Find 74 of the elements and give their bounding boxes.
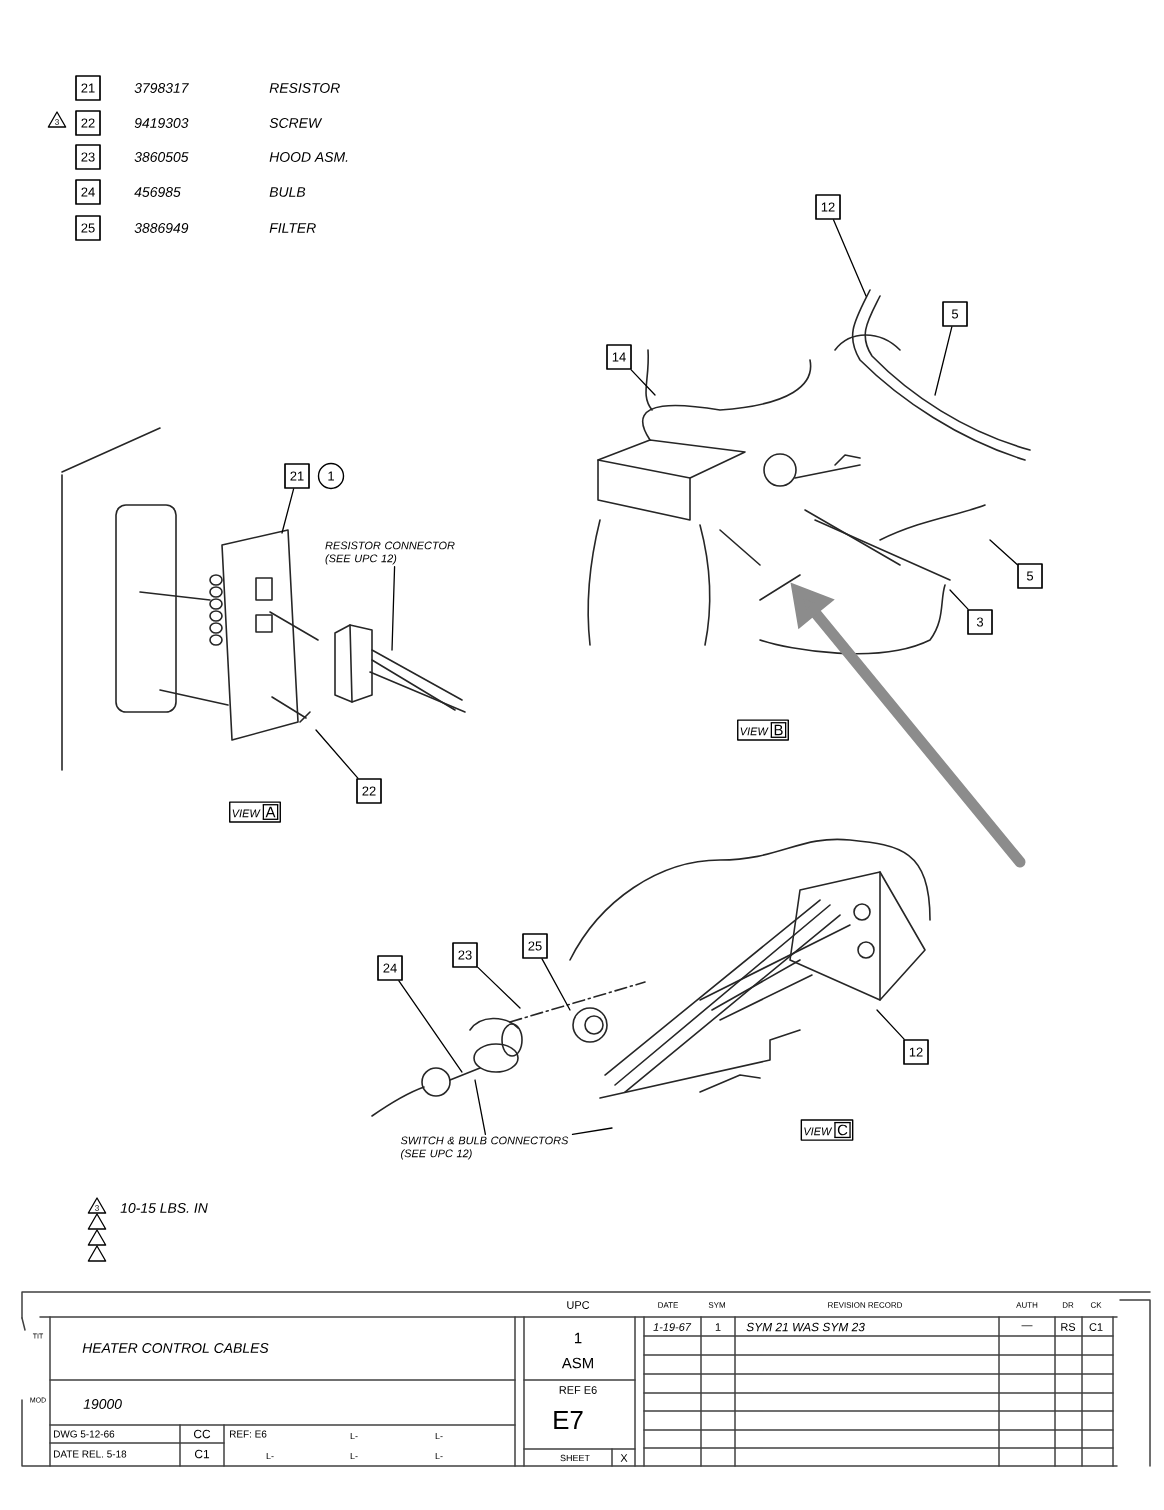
title-block-text: SYM 21 WAS SYM 23 bbox=[746, 1322, 865, 1332]
leader-line bbox=[876, 1009, 905, 1040]
title-block-text: HEATER CONTROL CABLES bbox=[82, 1343, 269, 1353]
leader-line bbox=[934, 326, 953, 396]
leader-line bbox=[477, 966, 521, 1009]
title-block-text: L- bbox=[435, 1452, 443, 1460]
title-block-text: — bbox=[1021, 1325, 1033, 1327]
callout-number: 14 bbox=[606, 344, 632, 370]
title-block-text: X bbox=[620, 1454, 628, 1462]
callout-number: 25 bbox=[75, 215, 101, 241]
title-block-text: CC bbox=[194, 1429, 211, 1439]
leader-line bbox=[391, 566, 396, 651]
torque-triangle bbox=[87, 1245, 107, 1262]
callout-number: 5 bbox=[942, 301, 968, 327]
part-number: 3860505 bbox=[134, 152, 189, 162]
view-label: VIEW B bbox=[737, 719, 789, 741]
callout-number: 12 bbox=[815, 194, 841, 220]
callout-number: 5 bbox=[1017, 563, 1043, 589]
title-block-text: L- bbox=[350, 1432, 358, 1440]
title-block-text: C1 bbox=[1089, 1323, 1103, 1331]
title-block-text: C1 bbox=[194, 1449, 210, 1459]
torque-note: 10-15 LBS. IN bbox=[120, 1203, 208, 1213]
leader-line bbox=[949, 589, 969, 610]
torque-triangle bbox=[87, 1213, 107, 1230]
title-block-text: 1 bbox=[575, 1332, 582, 1344]
part-number: 3886949 bbox=[134, 223, 189, 233]
title-block-text: L- bbox=[435, 1432, 443, 1440]
callout-number: 23 bbox=[75, 144, 101, 170]
leader-line bbox=[541, 958, 571, 1011]
view-label: VIEW C bbox=[800, 1119, 854, 1141]
callout-number: 24 bbox=[75, 179, 101, 205]
leader-line bbox=[989, 539, 1018, 566]
callout-number: 3 bbox=[967, 609, 993, 635]
title-block-text: FILTER bbox=[269, 223, 316, 233]
view-label: VIEW A bbox=[229, 801, 281, 823]
callout-number: 25 bbox=[522, 933, 548, 959]
callout-number: 22 bbox=[75, 110, 101, 136]
leader-line bbox=[832, 219, 867, 297]
title-block-text: DWG 5-12-66 bbox=[54, 1430, 115, 1438]
callout-number: 22 bbox=[356, 778, 382, 804]
title-block-text: RESISTOR bbox=[269, 83, 340, 93]
leader-line bbox=[571, 1127, 613, 1136]
title-block-text: SHEET bbox=[560, 1454, 590, 1462]
title-block-text: DATE REL. 5-18 bbox=[54, 1450, 127, 1458]
note-text: SWITCH & BULB CONNECTORS (SEE UPC 12) bbox=[400, 1136, 569, 1160]
title-block-text: ASM bbox=[561, 1357, 593, 1369]
leader-line bbox=[630, 369, 656, 396]
part-number: 456985 bbox=[134, 187, 181, 197]
callout-number: 21 bbox=[284, 463, 310, 489]
callout-number: 21 bbox=[75, 75, 101, 101]
callout-number: 12 bbox=[903, 1039, 929, 1065]
callout-number: 24 bbox=[377, 955, 403, 981]
part-number: 9419303 bbox=[134, 118, 189, 128]
title-block-text: E7 bbox=[554, 1411, 583, 1429]
title-block-text: 1-19-67 bbox=[653, 1323, 692, 1331]
leader-line bbox=[315, 729, 359, 779]
title-block-text: SCREW bbox=[269, 118, 323, 128]
leader-line bbox=[474, 1079, 487, 1136]
title-block-text: 19000 bbox=[83, 1399, 122, 1409]
callout-number: 23 bbox=[452, 942, 478, 968]
title-block-text: L- bbox=[266, 1452, 274, 1460]
title-block-text: BULB bbox=[269, 187, 306, 197]
part-number: 3798317 bbox=[134, 83, 189, 93]
note-text: RESISTOR CONNECTOR (SEE UPC 12) bbox=[325, 541, 455, 565]
leader-line bbox=[281, 488, 295, 534]
title-block-text: REF E6 bbox=[559, 1386, 597, 1394]
title-block-text: REF: E6 bbox=[230, 1430, 267, 1438]
title-block-text: L- bbox=[350, 1452, 358, 1460]
torque-triangle bbox=[87, 1229, 107, 1246]
title-block-text: 1 bbox=[715, 1323, 721, 1331]
title-block-text: UPC bbox=[567, 1301, 590, 1309]
leader-line bbox=[398, 980, 463, 1073]
title-block-text: HOOD ASM. bbox=[269, 152, 348, 162]
title-block-text: RS bbox=[1061, 1323, 1076, 1331]
